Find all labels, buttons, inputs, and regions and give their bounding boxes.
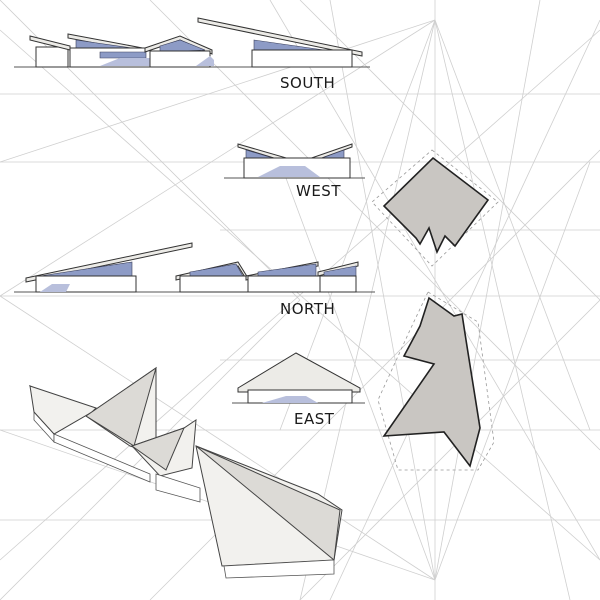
plan-lower [377, 291, 495, 471]
south-elevation: SOUTH [14, 17, 370, 92]
north-elevation: NORTH [14, 242, 375, 318]
west-elevation: WEST [224, 143, 365, 200]
north-label: NORTH [280, 300, 335, 318]
west-label: WEST [296, 182, 341, 200]
east-elevation: EAST [232, 352, 365, 428]
plan-upper [371, 149, 499, 267]
axonometric-view [28, 366, 343, 579]
south-label: SOUTH [280, 74, 335, 92]
east-label: EAST [294, 410, 335, 428]
